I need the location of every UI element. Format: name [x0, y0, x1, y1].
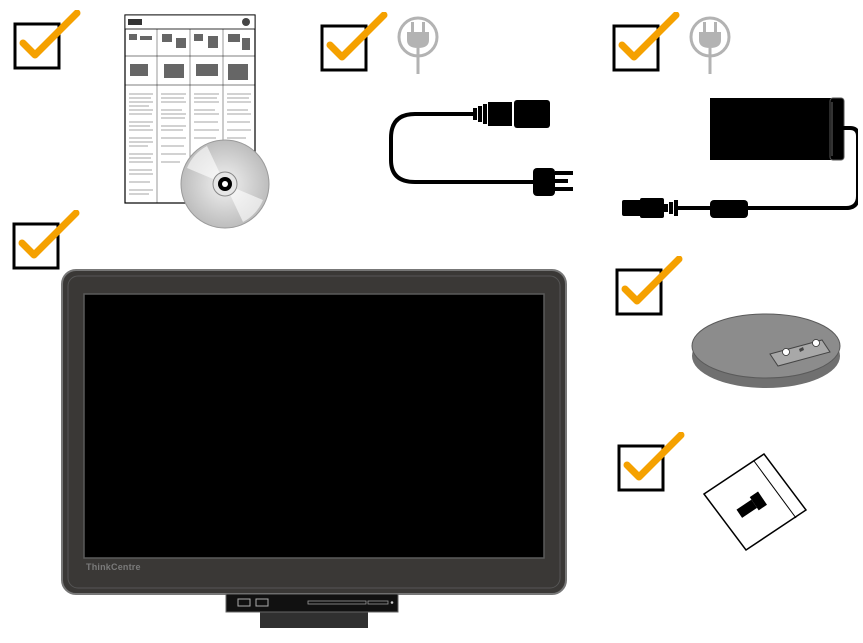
power-adapter — [622, 97, 858, 218]
checkbox-stand-base — [615, 256, 685, 318]
check-icon — [320, 12, 388, 72]
driver-cd — [180, 139, 270, 229]
checkbox-screw-bag — [617, 432, 687, 494]
screw-bag — [702, 452, 808, 552]
brand-label: ThinkCentre — [86, 562, 141, 572]
checkbox-monitor — [12, 210, 82, 272]
plug-icon — [689, 16, 731, 74]
check-icon — [13, 10, 81, 70]
plug-icon — [397, 16, 439, 74]
monitor — [61, 269, 567, 628]
power-cord — [389, 100, 573, 196]
check-icon — [617, 432, 685, 492]
checkbox-documentation — [13, 10, 83, 72]
checkbox-power-cord — [320, 12, 390, 74]
stand-base — [691, 313, 841, 388]
check-icon — [615, 256, 683, 316]
check-icon — [612, 12, 680, 72]
checkbox-power-adapter — [612, 12, 682, 74]
check-icon — [12, 210, 80, 270]
